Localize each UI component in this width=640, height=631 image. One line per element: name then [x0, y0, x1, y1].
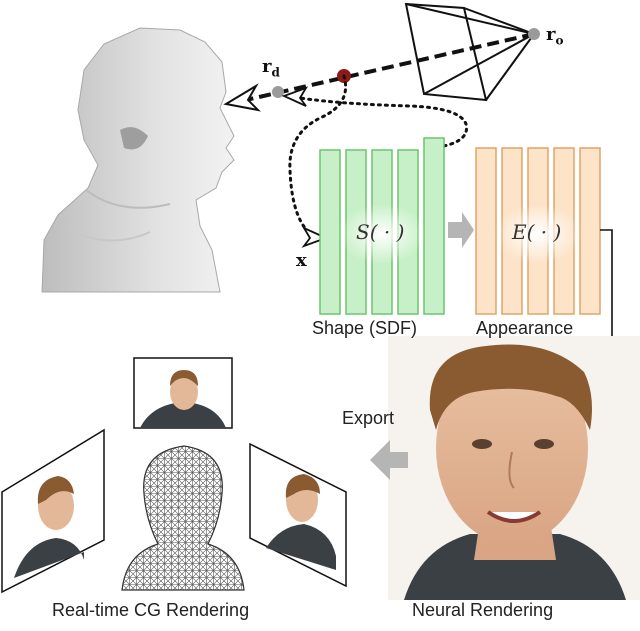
appearance-function-label: E( · ) — [512, 220, 562, 244]
shape-caption: Shape (SDF) — [312, 318, 418, 338]
shape-function-label: S( · ) — [356, 220, 405, 244]
realtime-rendering-caption: Real-time CG Rendering — [52, 600, 250, 620]
return-dotted-path — [298, 96, 469, 148]
head-sdf-mesh-icon — [41, 27, 235, 293]
point-x-label: x — [296, 250, 307, 271]
export-arrow — [370, 440, 408, 480]
ray-direction-point — [272, 86, 284, 98]
appearance-caption: Appearance — [476, 318, 574, 338]
network-transfer-arrow — [448, 212, 474, 248]
camera-ray — [223, 32, 535, 112]
query-dotted-path — [288, 74, 347, 240]
ray-origin-point — [528, 28, 540, 40]
camera-frustum-icon — [404, 2, 535, 102]
ray-direction-label: rd — [262, 56, 280, 80]
export-label: Export — [342, 408, 395, 428]
query-arrowhead — [301, 225, 329, 248]
frontal-view-frame — [133, 357, 233, 429]
shape-network — [319, 137, 445, 315]
appearance-network — [475, 147, 601, 315]
right-view-frame — [249, 442, 347, 588]
neural-render-photo — [388, 336, 640, 600]
left-view-frame — [1, 428, 105, 594]
return-arrowhead — [281, 86, 309, 107]
neural-rendering-caption: Neural Rendering — [412, 600, 554, 620]
ray-origin-label: ro — [546, 24, 564, 48]
wireframe-head-icon — [121, 445, 245, 591]
